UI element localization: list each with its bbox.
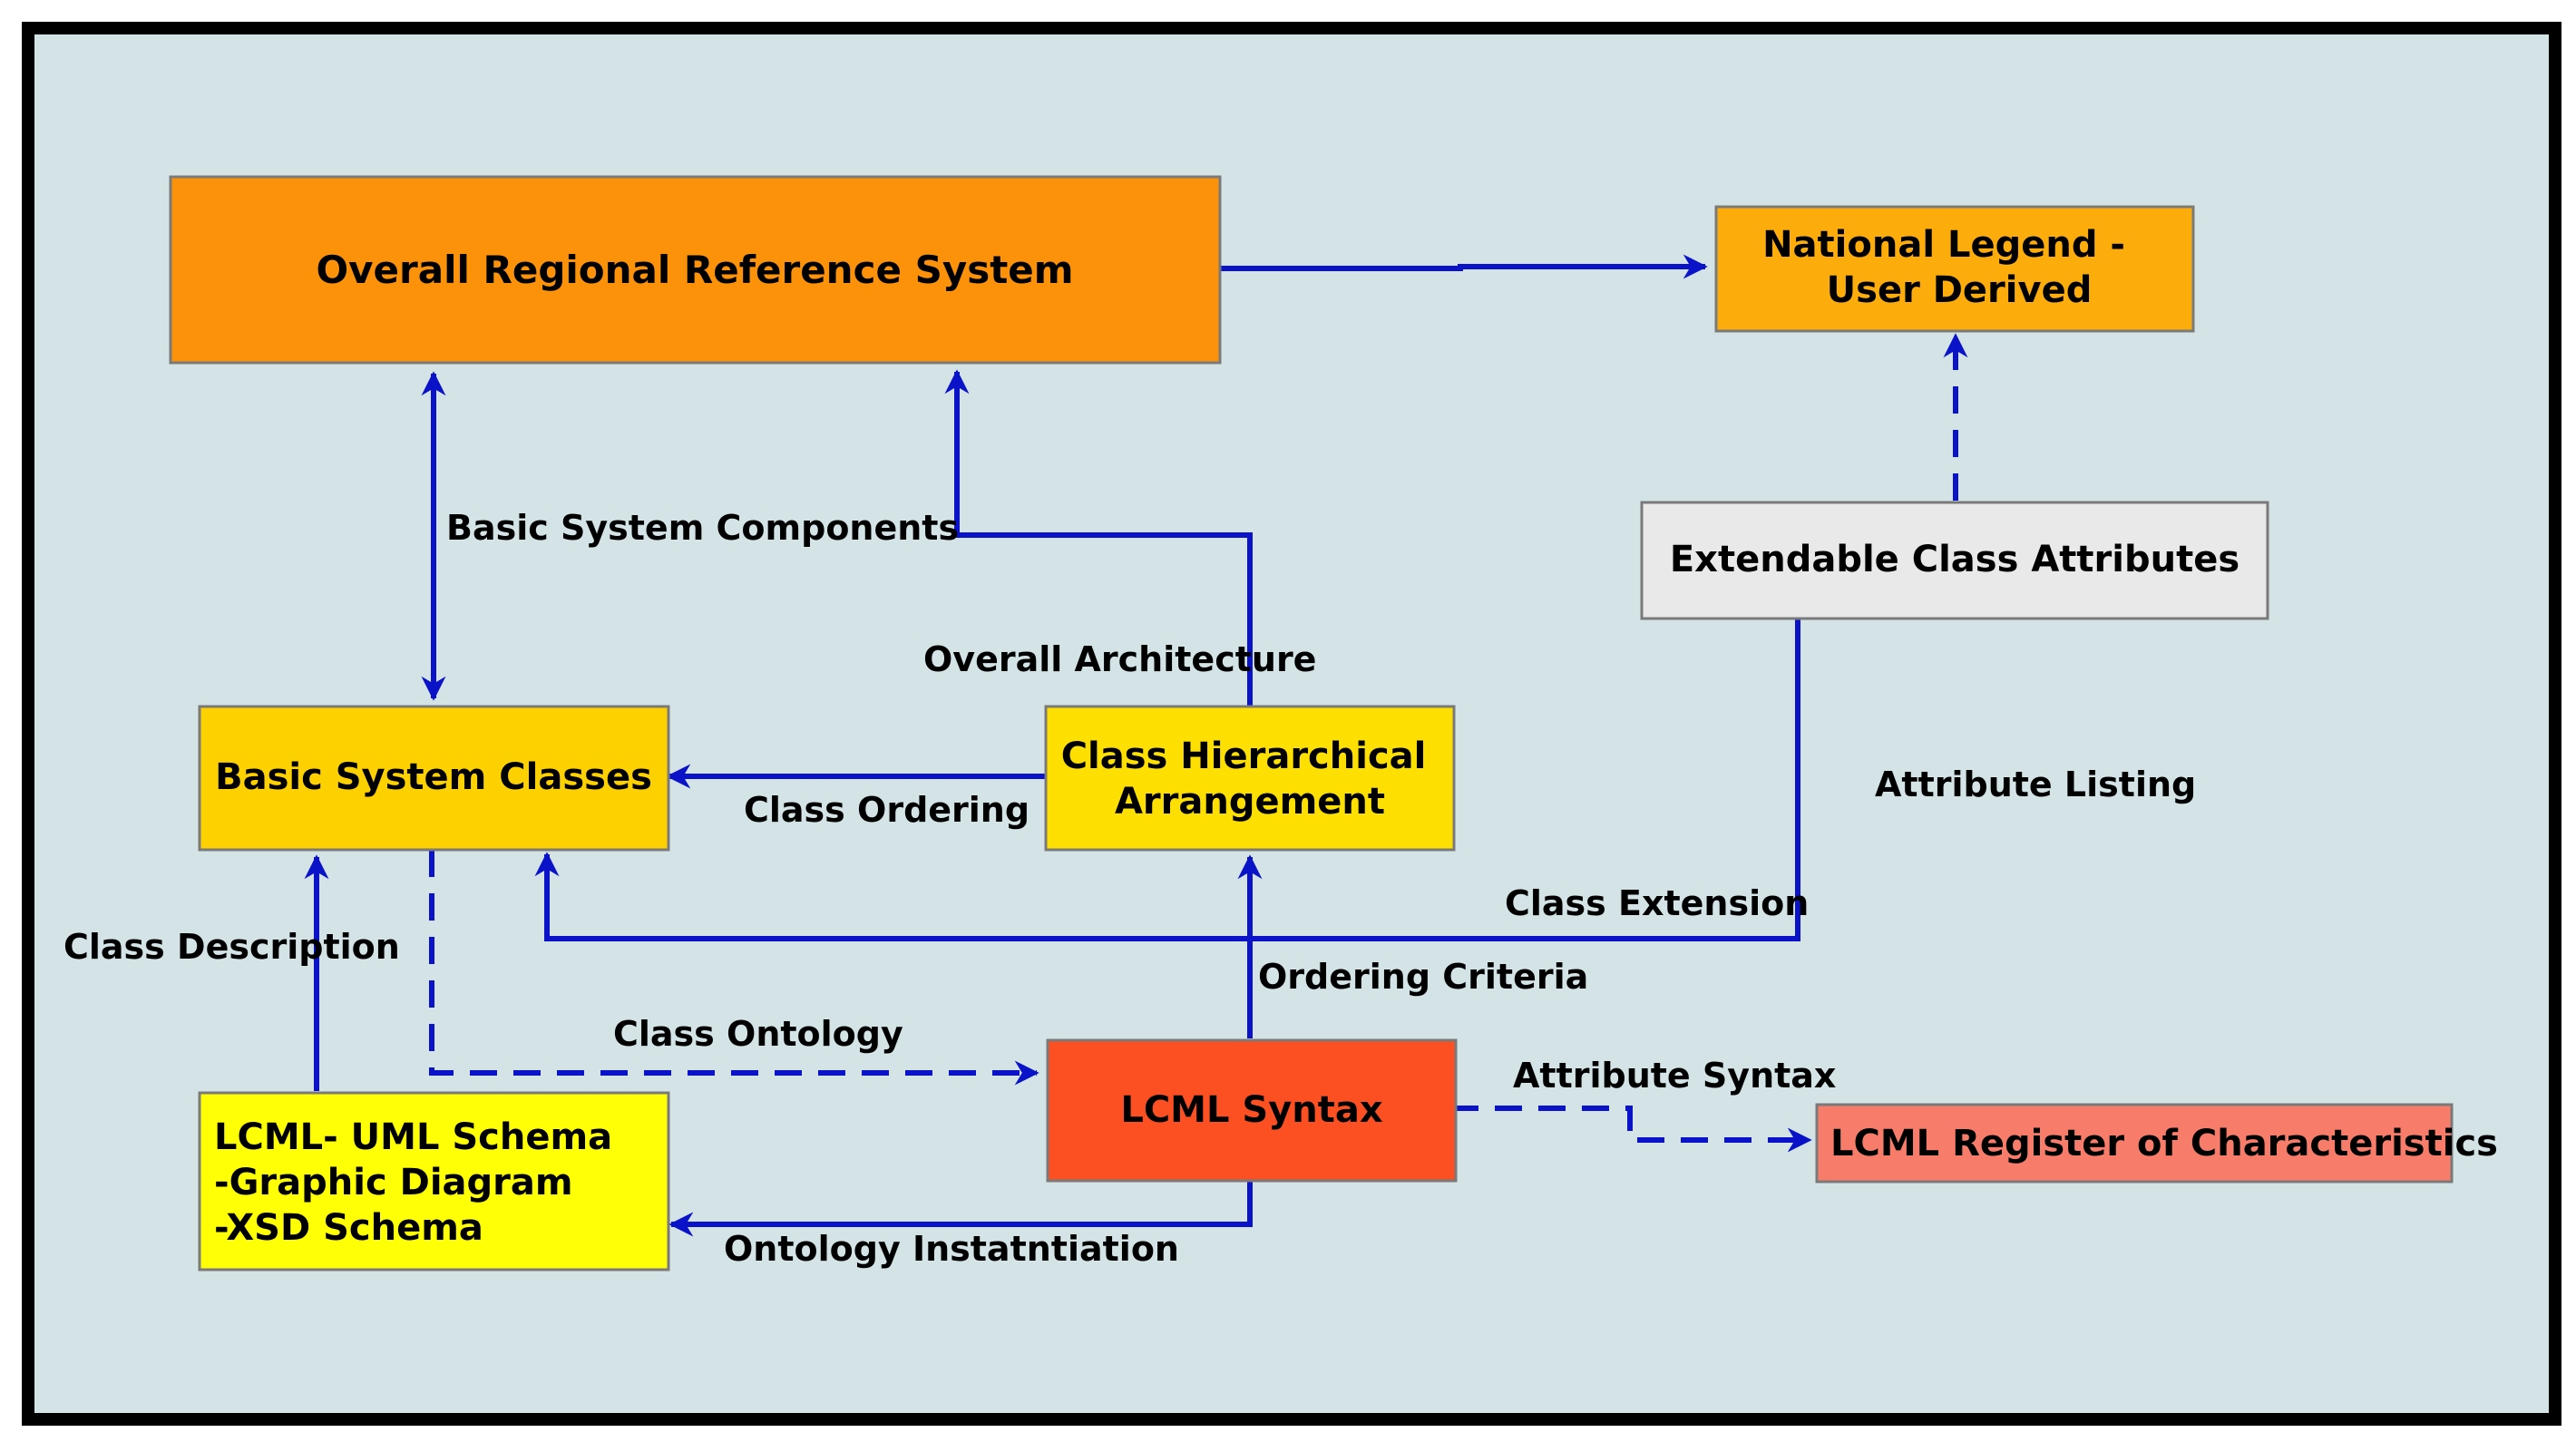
label-attribute-listing: Attribute Listing (1875, 765, 2196, 804)
edge-class-ontology (429, 850, 1039, 1086)
edge-overall-architecture (944, 369, 1253, 706)
node-basic-classes: Basic System Classes (198, 705, 670, 852)
edge-ontology-instantiation (668, 1181, 1253, 1237)
node-lcml-syntax: LCML Syntax (1046, 1038, 1458, 1183)
lcml-syntax-label: LCML Syntax (1120, 1089, 1383, 1131)
edges (304, 254, 1968, 1237)
label-class-description: Class Description (63, 927, 400, 967)
nodes: Overall Regional Reference System Nation… (169, 175, 2498, 1271)
national-legend-box (1714, 205, 2195, 333)
lcml-syntax-box (1046, 1038, 1458, 1183)
hierarchical-box (1044, 705, 1456, 852)
node-hierarchical: Class Hierarchical Arrangement (1044, 705, 1456, 852)
reference-system-label: Overall Regional Reference System (316, 248, 1073, 292)
reference-system-box (169, 175, 1222, 365)
basic-classes-label: Basic System Classes (215, 756, 652, 798)
label-class-extension: Class Extension (1505, 883, 1809, 923)
node-uml-schema: LCML- UML Schema -Graphic Diagram -XSD S… (198, 1091, 670, 1271)
label-ordering-criteria: Ordering Criteria (1258, 957, 1588, 997)
edge-reference-to-national-legend (1220, 254, 1708, 279)
label-overall-architecture: Overall Architecture (923, 639, 1316, 679)
label-ontology-instantiation: Ontology Instatntiation (724, 1229, 1179, 1269)
hierarchical-label: Class Hierarchical Arrangement (1061, 736, 1439, 823)
extendable-attributes-label: Extendable Class Attributes (1670, 539, 2239, 580)
node-extendable-attributes: Extendable Class Attributes (1640, 501, 2269, 620)
national-legend-label: National Legend - User Derived (1762, 224, 2138, 311)
edge-labels: Basic System Components Overall Architec… (63, 508, 2196, 1269)
register-label: LCML Register of Characteristics (1830, 1123, 2498, 1164)
edge-class-extension (534, 617, 1800, 941)
label-class-ordering: Class Ordering (744, 790, 1029, 830)
label-basic-components: Basic System Components (446, 508, 959, 548)
node-reference-system: Overall Regional Reference System (169, 175, 1222, 365)
edge-attribute-syntax (1451, 1106, 1812, 1153)
node-register: LCML Register of Characteristics (1815, 1103, 2498, 1184)
register-box (1815, 1103, 2454, 1184)
uml-schema-label: LCML- UML Schema -Graphic Diagram -XSD S… (214, 1116, 625, 1249)
basic-classes-box (198, 705, 670, 852)
node-national-legend: National Legend - User Derived (1714, 205, 2195, 333)
extendable-attributes-box (1640, 501, 2269, 620)
label-attribute-syntax: Attribute Syntax (1513, 1056, 1836, 1096)
uml-schema-box (198, 1091, 670, 1271)
label-class-ontology: Class Ontology (613, 1014, 903, 1054)
